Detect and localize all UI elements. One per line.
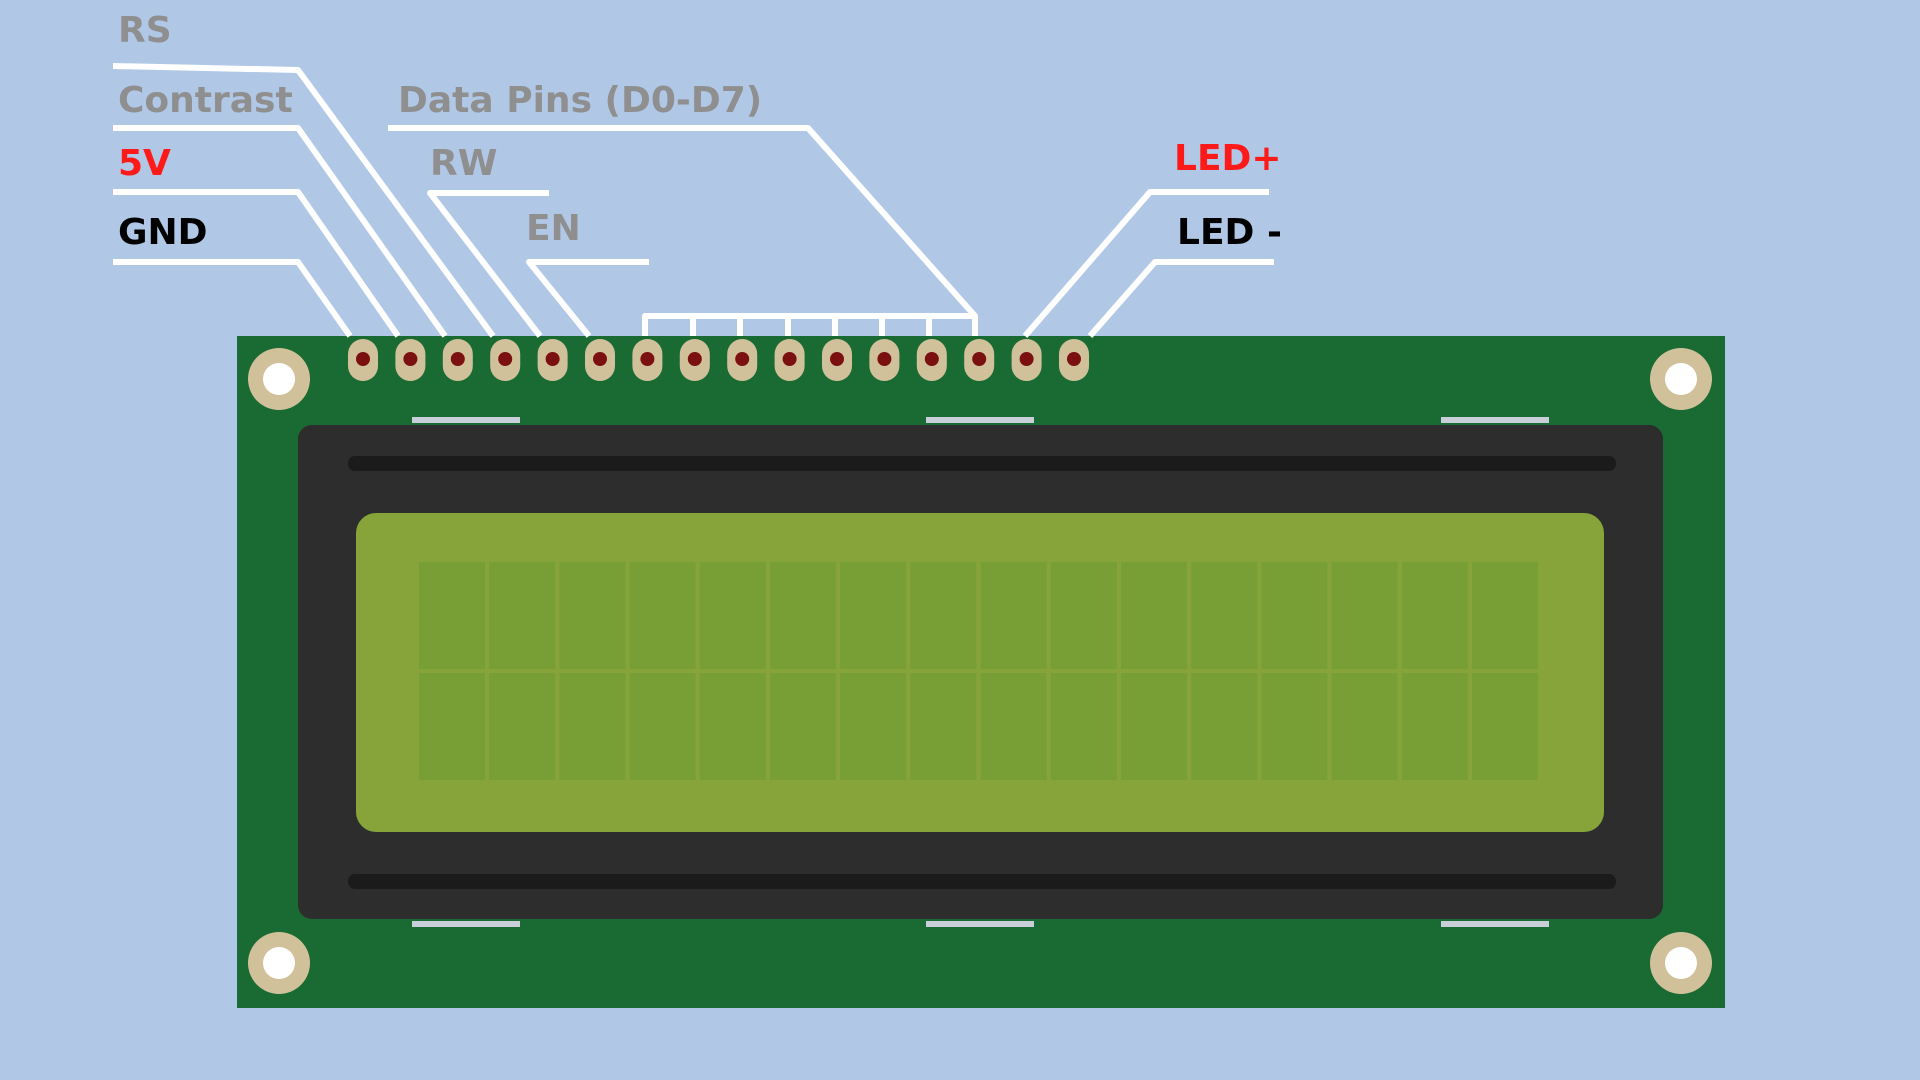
char-cell [559, 562, 626, 669]
mounting-hole-top-left [248, 348, 310, 410]
header-pin-8 [679, 339, 710, 381]
mounting-hole-top-right [1650, 348, 1712, 410]
mounting-hole-bottom-right [1650, 932, 1712, 994]
header-pin-5 [537, 339, 568, 381]
wire-rw [427, 190, 549, 338]
character-grid [419, 562, 1538, 780]
header-pin-4 [490, 339, 521, 381]
char-cell [1050, 673, 1117, 780]
lcd-module [237, 336, 1725, 1008]
char-cell [1191, 673, 1258, 780]
char-cell [699, 673, 766, 780]
label-led-minus: LED - [1177, 212, 1282, 253]
label-rs: RS [118, 10, 172, 51]
wire-data-pins [388, 125, 978, 318]
char-cell [1472, 673, 1538, 780]
pin-labels: RS Contrast 5V GND Data Pins (D0-D7) RW … [118, 10, 1282, 253]
mounting-hole-bottom-left [248, 932, 310, 994]
char-cell [1401, 562, 1468, 669]
char-cell [840, 562, 907, 669]
wire-led-plus [1022, 189, 1269, 338]
char-cell [419, 673, 485, 780]
lcd-screen [356, 513, 1604, 832]
char-cell [1401, 673, 1468, 780]
label-en: EN [526, 208, 581, 249]
wire-rs [112, 63, 496, 338]
bezel-groove-top [348, 456, 1616, 471]
header-pin-3 [442, 339, 473, 381]
char-cell [1261, 673, 1328, 780]
header-pin-15 [1011, 339, 1042, 381]
label-gnd: GND [118, 212, 208, 253]
char-cell [980, 673, 1047, 780]
wire-gnd [113, 259, 353, 338]
char-cell [1331, 562, 1398, 669]
char-cell [840, 673, 907, 780]
header-pin-1 [348, 339, 378, 381]
header-pin-12 [869, 339, 900, 381]
char-cell [1472, 562, 1538, 669]
char-cell [1121, 673, 1187, 780]
char-cell [1050, 562, 1117, 669]
char-cell [559, 673, 626, 780]
label-led-plus: LED+ [1174, 138, 1282, 179]
char-cell [770, 673, 836, 780]
bezel-clips [412, 417, 1549, 927]
header-pin-7 [632, 339, 663, 381]
pin-wires [112, 63, 1274, 338]
char-cell [1331, 673, 1398, 780]
wire-led-minus [1087, 259, 1274, 338]
char-cell [980, 562, 1047, 669]
label-contrast: Contrast [118, 80, 293, 121]
label-5v: 5V [118, 143, 171, 184]
char-cell [910, 673, 977, 780]
char-cell [489, 673, 556, 780]
char-cell [489, 562, 556, 669]
header-pin-2 [395, 339, 426, 381]
label-rw: RW [430, 143, 497, 184]
wire-5v [113, 189, 401, 338]
wire-en [526, 259, 649, 338]
header-pin-14 [964, 339, 995, 381]
header-pin-11 [822, 339, 852, 381]
header-pin-16 [1059, 339, 1089, 381]
char-cell [629, 673, 696, 780]
wire-contrast [113, 125, 448, 338]
wire-data-bus [642, 313, 978, 336]
char-cell [419, 562, 485, 669]
header-pin-13 [916, 339, 947, 381]
char-cell [1191, 562, 1258, 669]
header-pin-9 [727, 339, 758, 381]
char-cell [629, 562, 696, 669]
char-cell [770, 562, 836, 669]
char-cell [1261, 562, 1328, 669]
char-cell [699, 562, 766, 669]
char-cell [1121, 562, 1187, 669]
char-cell [910, 562, 977, 669]
label-data-pins: Data Pins (D0-D7) [398, 80, 762, 121]
header-pin-10 [774, 339, 805, 381]
bezel-groove-bottom [348, 874, 1616, 889]
wire-data-taps [690, 316, 932, 336]
pin-header [348, 339, 1089, 381]
header-pin-6 [585, 339, 615, 381]
